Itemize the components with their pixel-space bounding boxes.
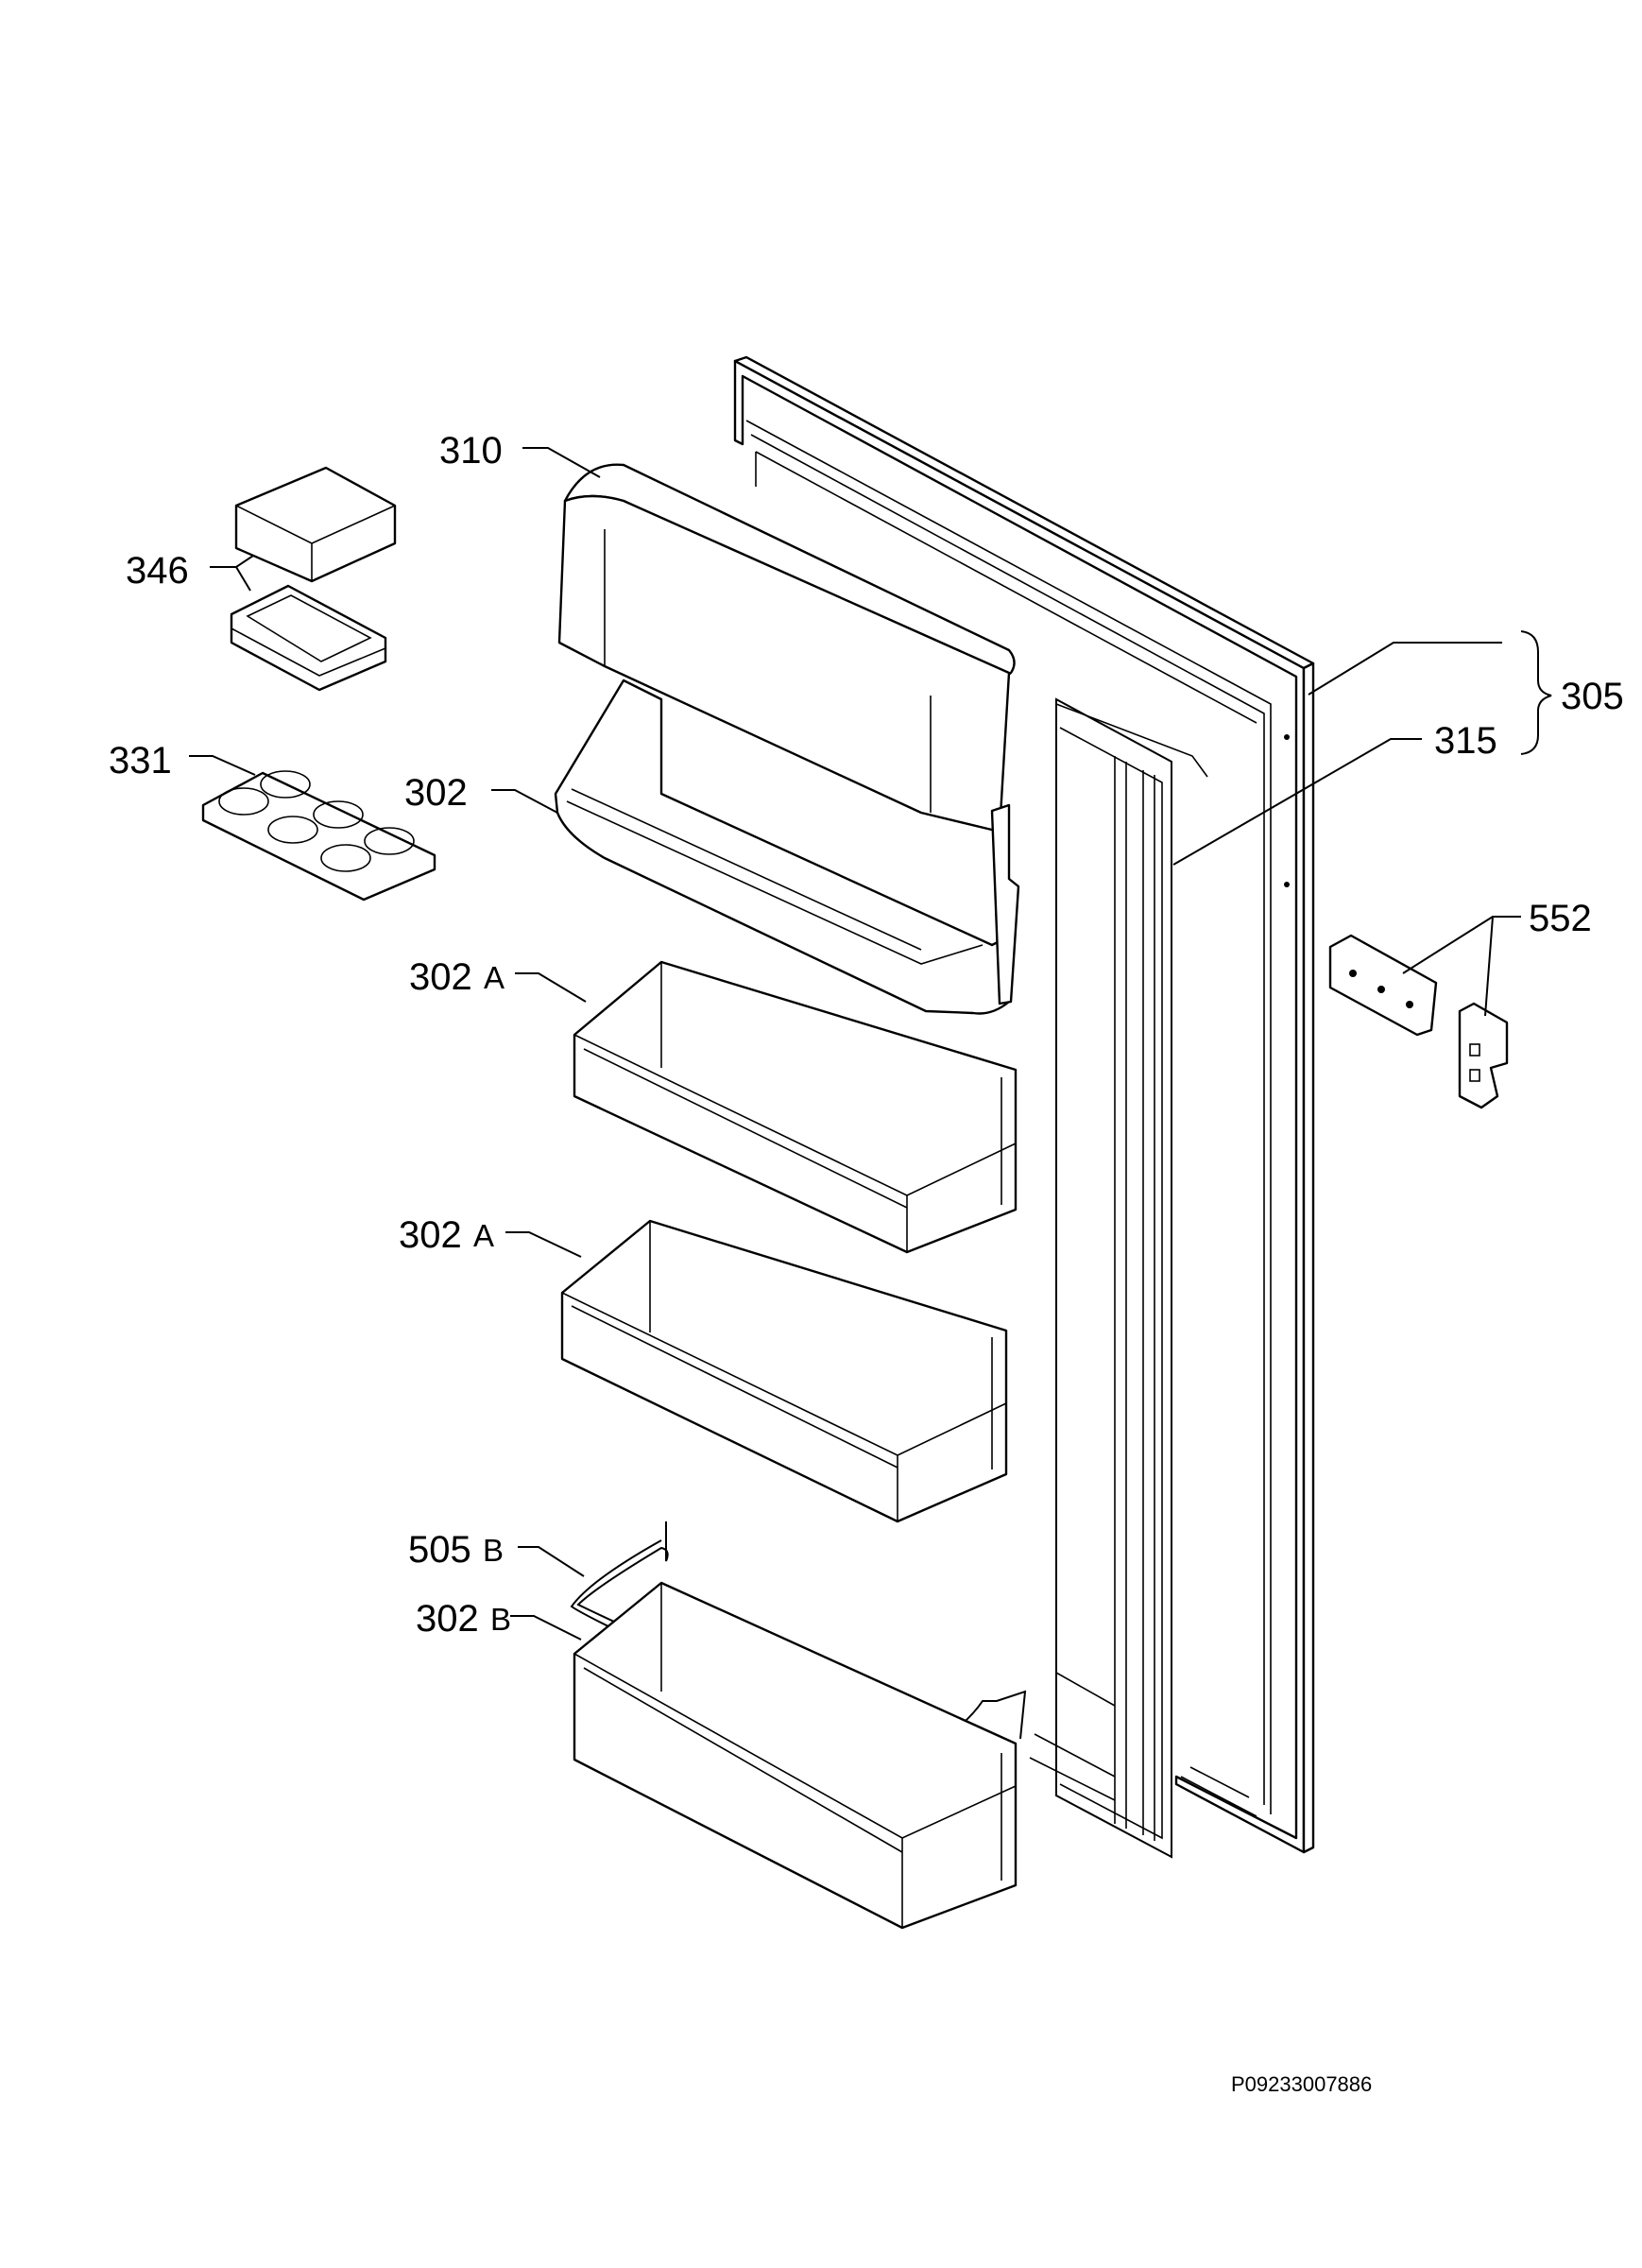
- label-302b: 302: [416, 1598, 479, 1640]
- callout-labels: 310 346 331 302 302 A 302 A 505 B 302 B …: [109, 430, 1624, 1640]
- hinge-bracket-lower: [1458, 1002, 1509, 1109]
- top-shelf: [554, 679, 1020, 1015]
- door-panel: [733, 355, 1315, 1854]
- label-315: 315: [1434, 720, 1497, 762]
- label-310: 310: [439, 430, 503, 472]
- label-302a-2: 302: [399, 1214, 462, 1256]
- label-505b-suffix: B: [483, 1533, 504, 1568]
- label-302: 302: [404, 772, 468, 814]
- label-505b: 505: [408, 1529, 471, 1571]
- label-302b-suffix: B: [490, 1602, 511, 1637]
- bottle-shelf: [573, 1581, 1018, 1930]
- label-305: 305: [1561, 676, 1624, 717]
- leader-lines: [189, 447, 1552, 1641]
- egg-box: [234, 466, 397, 583]
- hinge-bracket-upper: [1328, 934, 1438, 1037]
- door-bin-a2: [560, 1219, 1008, 1523]
- egg-box-tray: [230, 584, 387, 692]
- label-331: 331: [109, 740, 172, 782]
- label-302a-2-suffix: A: [473, 1218, 494, 1253]
- door-gasket: [1029, 697, 1208, 1859]
- egg-tray: [201, 770, 436, 902]
- label-346: 346: [126, 550, 189, 592]
- door-bin-a1: [573, 960, 1018, 1254]
- label-552: 552: [1529, 898, 1592, 939]
- label-302a-1: 302: [409, 956, 472, 998]
- reference-code: P09233007886: [1231, 2072, 1372, 2096]
- label-302a-1-suffix: A: [484, 960, 505, 995]
